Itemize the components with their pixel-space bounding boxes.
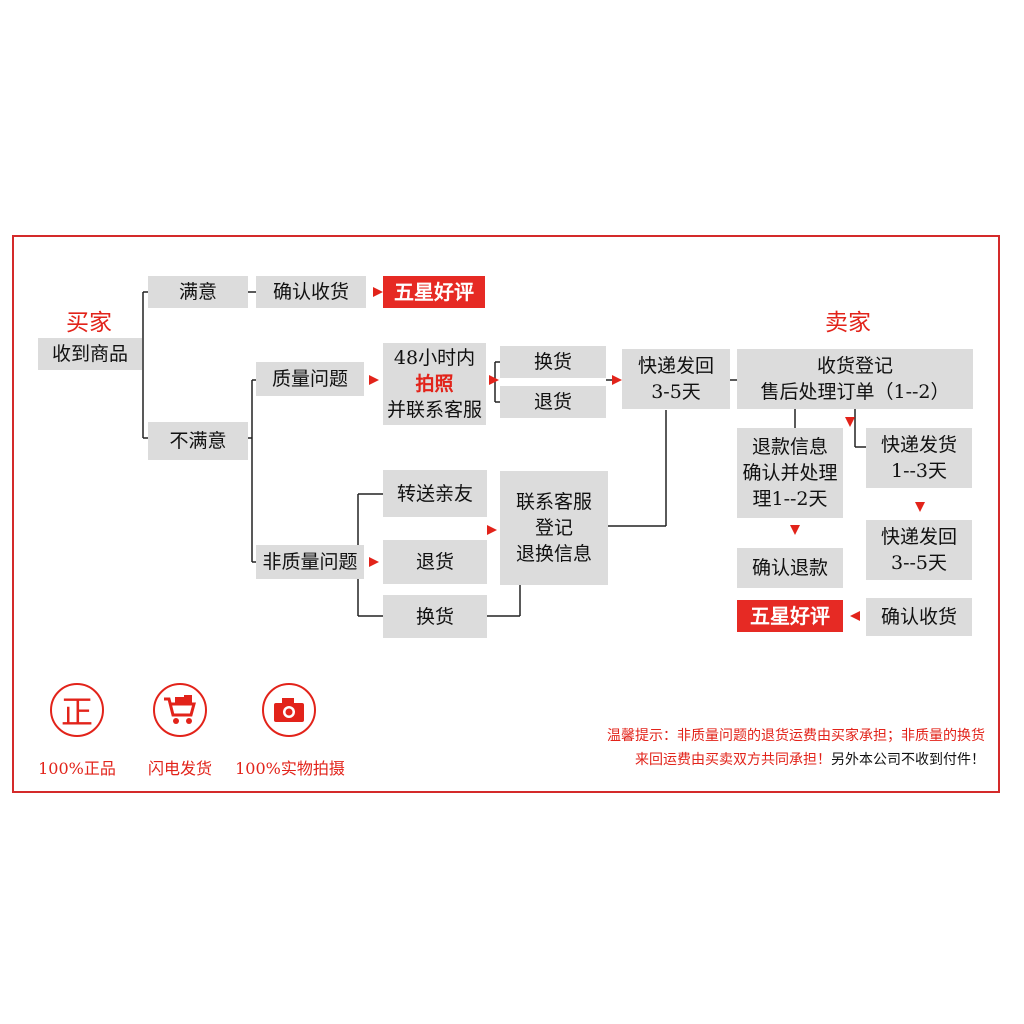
box-unsatisfied: 不满意 — [148, 422, 248, 460]
seller-express-line2: 3--5天 — [890, 552, 948, 574]
box-seller-express-back: 快递发回 3--5天 — [866, 520, 972, 580]
badge-caption-fast-ship: 闪电发货 — [147, 759, 212, 778]
box-forward: 转送亲友 — [383, 470, 487, 517]
box-five-star: 五星好评 — [383, 276, 485, 308]
cart-glyph — [164, 695, 196, 724]
refund-line1: 退款信息 — [751, 436, 828, 458]
zheng-icon: 正 — [50, 683, 104, 737]
express-back-line1: 快递发回 — [637, 355, 714, 377]
box-return: 退货 — [500, 386, 606, 418]
refund-line2: 确认并处理 — [742, 462, 838, 484]
camera-icon — [262, 683, 316, 737]
box-ship: 快递发货 1--3天 — [866, 428, 972, 488]
ship-line1: 快递发货 — [880, 434, 957, 456]
box-confirm: 确认收货 — [256, 276, 366, 308]
flowchart-frame — [12, 235, 1000, 793]
notice-text: 温馨提示：非质量问题的退货运费由买家承担；非质量的换货 来回运费由买卖双方共同承… — [480, 724, 985, 772]
within48-line3: 并联系客服 — [386, 399, 482, 421]
box-non-quality: 非质量问题 — [256, 545, 364, 579]
box-satisfied: 满意 — [148, 276, 248, 308]
box-receive: 收到商品 — [38, 338, 142, 370]
seller-title: 卖家 — [825, 310, 871, 336]
contact-line1: 联系客服 — [515, 491, 592, 513]
box-seller-five-star: 五星好评 — [737, 600, 843, 632]
ship-line2: 1--3天 — [890, 460, 948, 482]
within48-line2: 拍照 — [415, 373, 454, 395]
contact-line2: 登记 — [534, 517, 573, 539]
box-confirm-refund: 确认退款 — [737, 548, 843, 588]
notice-line2: 来回运费由买卖双方共同承担！另外本公司不收到付件！ — [635, 752, 985, 768]
box-exchange: 换货 — [500, 346, 606, 378]
shopping-cart-icon — [153, 683, 207, 737]
register-line1: 收货登记 — [816, 355, 893, 377]
buyer-title: 买家 — [66, 310, 112, 336]
box-within-48h: 48小时内 拍照 并联系客服 — [383, 343, 486, 425]
contact-line3: 退换信息 — [515, 543, 592, 565]
badge-caption-real-photo: 100%实物拍摄 — [235, 759, 345, 778]
box-express-back: 快递发回 3-5天 — [622, 349, 730, 409]
box-exchange2: 换货 — [383, 595, 487, 638]
camera-glyph — [274, 698, 304, 722]
box-register: 收货登记 售后处理订单（1--2） — [737, 349, 973, 409]
box-contact-service: 联系客服 登记 退换信息 — [500, 471, 608, 585]
badge-caption-genuine: 100%正品 — [38, 759, 116, 778]
refund-line3: 理1--2天 — [752, 488, 828, 510]
within48-line1: 48小时内 — [393, 347, 476, 369]
register-line2: 售后处理订单（1--2） — [760, 381, 950, 403]
notice-line1: 温馨提示：非质量问题的退货运费由买家承担；非质量的换货 — [607, 728, 985, 744]
seller-express-line1: 快递发回 — [880, 526, 957, 548]
box-seller-confirm: 确认收货 — [866, 598, 972, 636]
express-back-line2: 3-5天 — [651, 381, 701, 403]
box-refund-info: 退款信息 确认并处理 理1--2天 — [737, 428, 843, 518]
box-return2: 退货 — [383, 540, 487, 584]
box-quality-issue: 质量问题 — [256, 362, 364, 396]
